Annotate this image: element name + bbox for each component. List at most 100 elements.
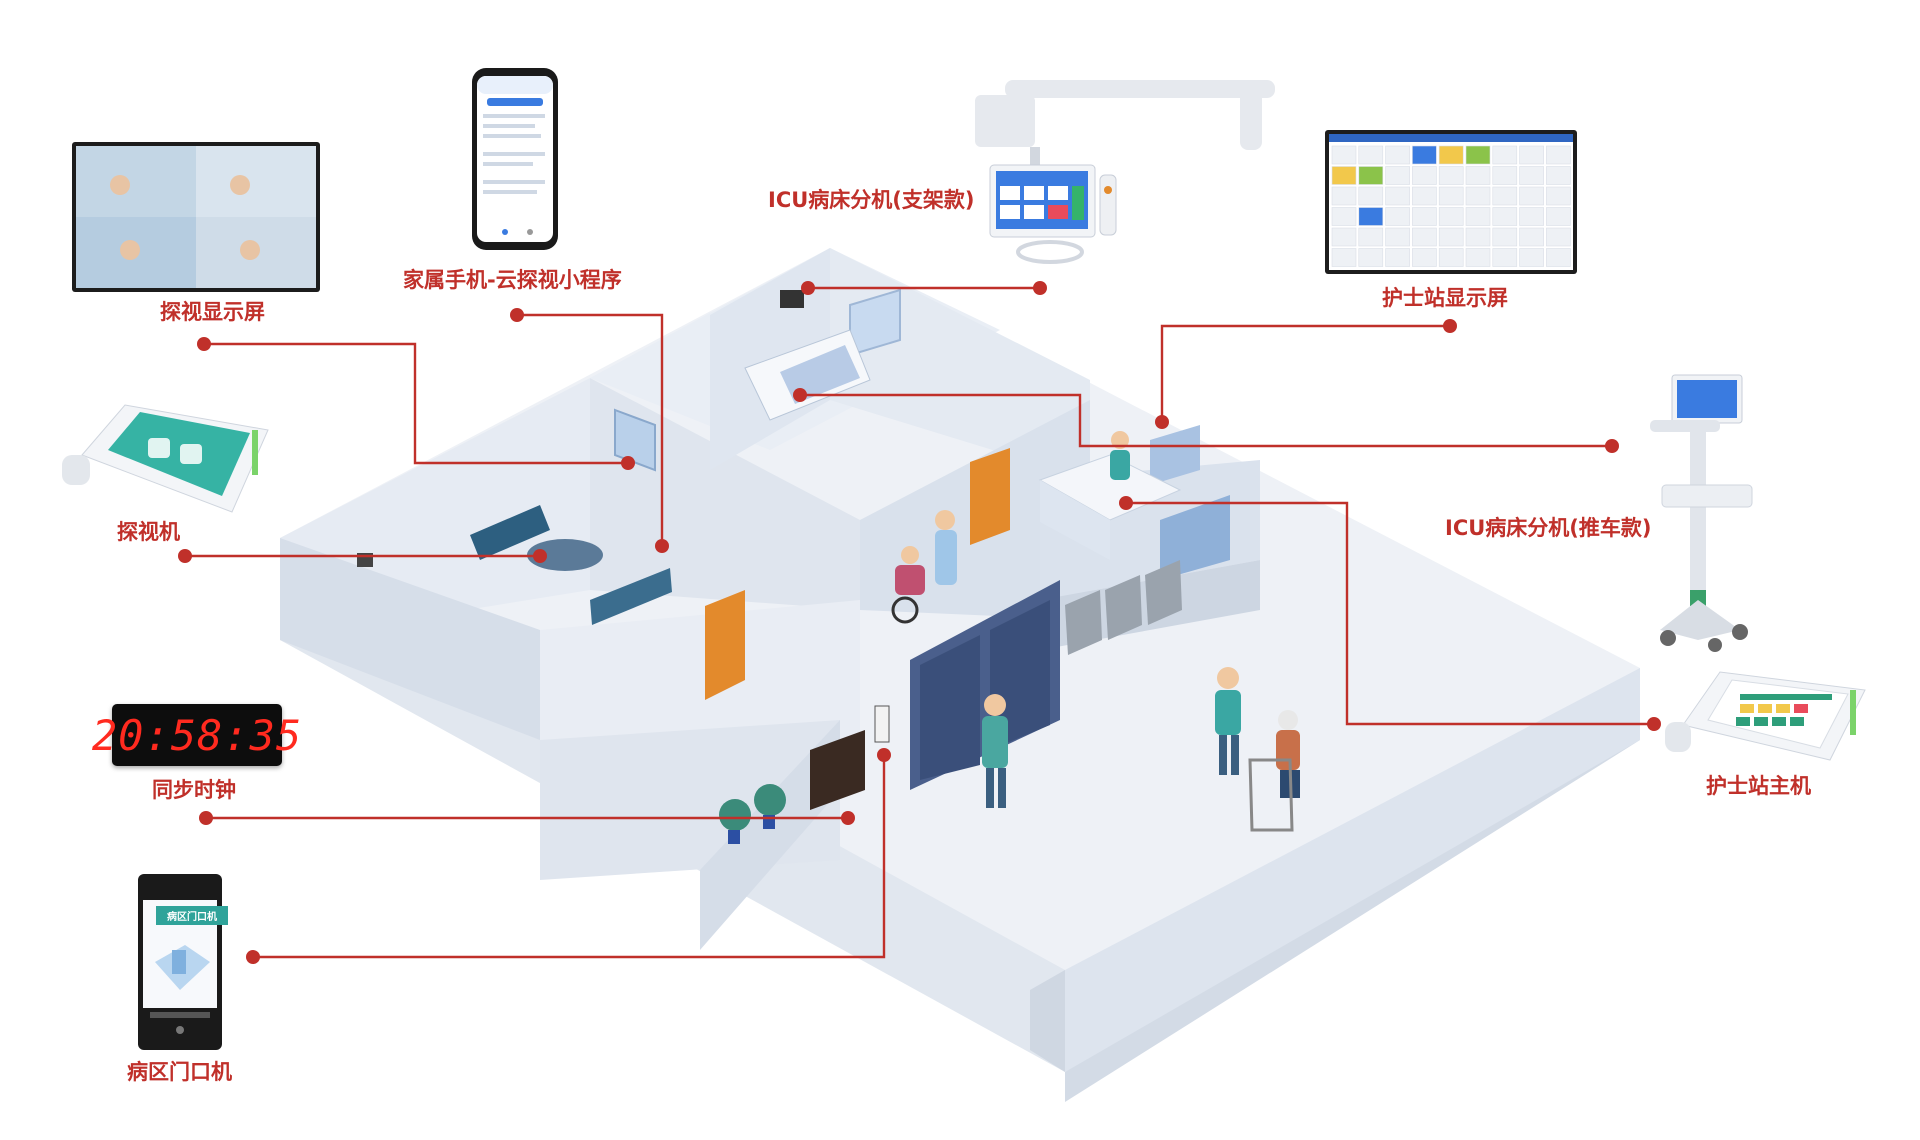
visit-room-partition xyxy=(590,378,860,610)
coffee-table xyxy=(527,539,603,571)
label-ward-door: 病区门口机 xyxy=(127,1060,232,1084)
elderly-with-walker xyxy=(1248,710,1300,832)
display-grid-cell xyxy=(1331,207,1357,226)
line-visit-screen xyxy=(204,342,628,465)
info-panel xyxy=(1160,495,1230,580)
plants xyxy=(719,784,786,844)
display-grid-cell xyxy=(1519,227,1544,247)
label-nurse-host: 护士站主机 xyxy=(1706,774,1811,798)
line-nurse-host xyxy=(1126,501,1654,726)
display-grid-cell xyxy=(1358,166,1384,185)
label-family-phone: 家属手机-云探视小程序 xyxy=(403,268,622,292)
display-grid-cell xyxy=(1519,166,1544,185)
gate-door-right xyxy=(990,600,1050,750)
doctor-figure xyxy=(935,510,957,585)
icu-cart-terminal xyxy=(1650,374,1753,652)
display-grid-cell xyxy=(1546,186,1571,206)
lower-wall-corner xyxy=(700,720,840,950)
label-icu-bracket: ICU病床分机(支架款) xyxy=(768,188,975,212)
line-nurse-display xyxy=(1160,324,1450,422)
connector-lines xyxy=(185,286,1654,959)
display-grid xyxy=(1331,145,1571,267)
display-grid-cell xyxy=(1385,227,1410,247)
wall-clock-panel xyxy=(810,730,865,810)
visit-room-door xyxy=(705,590,745,700)
nurse-host-terminal xyxy=(1665,671,1866,761)
display-grid-cell xyxy=(1438,227,1464,247)
sync-clock-device: 20:58:35 xyxy=(92,704,301,766)
family-phone xyxy=(472,68,558,250)
display-grid-cell xyxy=(1331,166,1357,185)
bench xyxy=(590,568,672,625)
display-grid-cell xyxy=(1492,186,1518,206)
nurse-helping xyxy=(1215,667,1241,775)
display-grid-cell xyxy=(1546,207,1571,226)
display-grid-cell xyxy=(1438,248,1464,267)
display-grid-cell xyxy=(1331,248,1357,267)
display-grid-cell xyxy=(1465,166,1491,185)
label-icu-cart: ICU病床分机(推车款) xyxy=(1445,516,1652,540)
doctor-corridor xyxy=(982,694,1008,808)
display-grid-cell xyxy=(1546,145,1571,165)
display-grid-cell xyxy=(1546,166,1571,185)
display-grid-cell xyxy=(1492,227,1518,247)
display-grid-cell xyxy=(1331,186,1357,206)
display-grid-cell xyxy=(1412,227,1437,247)
sofa xyxy=(470,505,550,560)
display-grid-cell xyxy=(1385,248,1410,267)
gate-door-left xyxy=(920,635,980,780)
display-grid-cell xyxy=(1492,207,1518,226)
display-grid-cell xyxy=(1546,248,1571,267)
display-grid-cell xyxy=(1385,145,1410,165)
display-grid-cell xyxy=(1412,248,1437,267)
visit-room-left-wall xyxy=(280,538,540,740)
display-grid-cell xyxy=(1492,145,1518,165)
label-visit-screen: 探视显示屏 xyxy=(160,300,265,324)
label-nurse-display: 护士站显示屏 xyxy=(1382,286,1508,310)
display-grid-cell xyxy=(1331,227,1357,247)
display-grid-cell xyxy=(1519,145,1544,165)
display-grid-cell xyxy=(1358,248,1384,267)
display-grid-cell xyxy=(1519,248,1544,267)
outer-wall-right xyxy=(1065,668,1640,1072)
display-grid-cell xyxy=(1412,207,1437,226)
display-grid-cell xyxy=(1465,145,1491,165)
nurse-counter-front xyxy=(1040,480,1110,560)
display-grid-cell xyxy=(1519,186,1544,206)
display-grid-cell xyxy=(1438,145,1464,165)
visit-room-window xyxy=(614,408,656,472)
icu-room-door xyxy=(970,448,1010,545)
label-visit-terminal: 探视机 xyxy=(117,520,180,544)
display-grid-cell xyxy=(1385,186,1410,206)
display-grid-cell xyxy=(1465,207,1491,226)
display-grid-cell xyxy=(1465,248,1491,267)
outer-wall-corner xyxy=(1030,970,1065,1072)
display-grid-cell xyxy=(1465,186,1491,206)
display-grid-cell xyxy=(1412,145,1437,165)
display-grid-cell xyxy=(1358,145,1384,165)
display-grid-cell xyxy=(1385,166,1410,185)
line-ward-door xyxy=(253,755,886,959)
building-floorplan xyxy=(280,248,1640,1102)
devices xyxy=(62,68,1866,1050)
display-grid-cell xyxy=(1465,227,1491,247)
display-grid-cell xyxy=(1492,248,1518,267)
display-grid-cell xyxy=(1438,207,1464,226)
door-terminal-mini xyxy=(874,705,890,743)
display-grid-cell xyxy=(1358,186,1384,206)
display-grid-cell xyxy=(1358,227,1384,247)
patient-wheelchair xyxy=(891,546,925,624)
label-sync-clock: 同步时钟 xyxy=(152,778,236,802)
nurse-station-window xyxy=(1150,425,1200,485)
display-grid-cell xyxy=(1438,166,1464,185)
visit-terminal xyxy=(62,404,269,513)
display-grid-cell xyxy=(1412,186,1437,206)
visit-room-floor xyxy=(540,600,860,740)
line-family-phone xyxy=(517,313,664,546)
visit-display-screen xyxy=(72,142,320,292)
door-screen-title: 病区门口机 xyxy=(156,906,228,925)
people xyxy=(891,431,1300,832)
display-grid-cell xyxy=(1331,145,1357,165)
